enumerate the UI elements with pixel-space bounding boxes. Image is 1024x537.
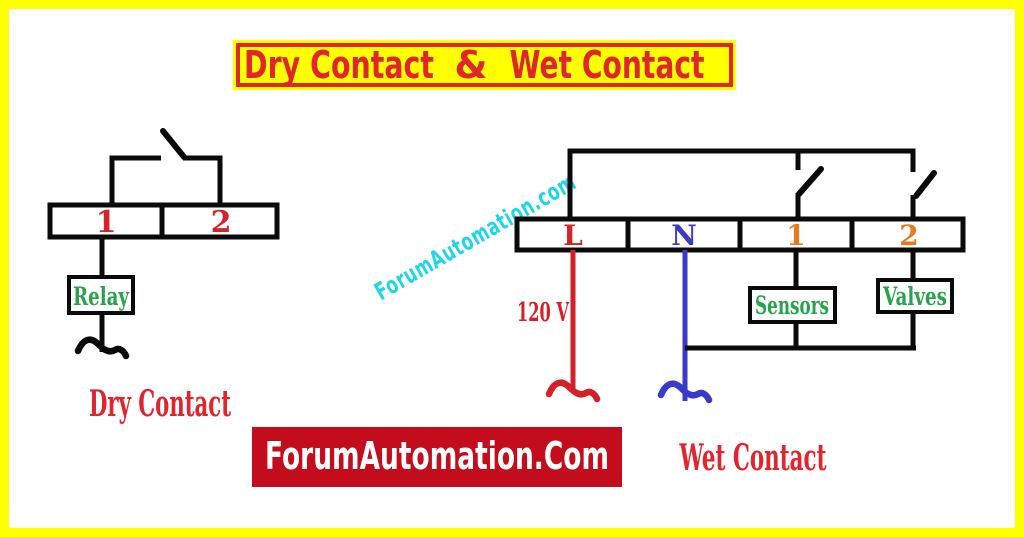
dry-terminal-2-label: 2 xyxy=(211,205,232,240)
wet-contact-caption: Wet Contact xyxy=(679,437,827,479)
wet-contact-circuit: L N 1 2 120 V Sensors Valves Wet Contact xyxy=(514,148,966,479)
relay-box xyxy=(67,275,135,315)
footer-banner: ForumAutomation.Com xyxy=(252,427,622,487)
title-banner: Dry Contact & Wet Contact xyxy=(233,40,736,90)
wet-neutral-break-squiggle xyxy=(657,380,713,404)
wet-terminal-2-label: 2 xyxy=(899,219,918,252)
wet-top-bus-wire xyxy=(567,148,916,219)
dry-switch-wire-right xyxy=(183,155,223,205)
dry-terminal-1-label: 1 xyxy=(96,205,117,240)
title-banner-border xyxy=(236,43,733,87)
wet-line-break-squiggle xyxy=(545,379,601,403)
relay-label: Relay xyxy=(73,282,130,311)
footer-banner-text: ForumAutomation.Com xyxy=(265,434,609,478)
sensors-label: Sensors xyxy=(755,291,829,320)
dry-switch-blade-icon xyxy=(160,128,187,160)
title-text-dry: Dry Contact xyxy=(244,43,434,87)
voltage-label: 120 V xyxy=(517,298,570,328)
footer-banner-bg xyxy=(252,427,622,487)
wet-terminal-L-label: L xyxy=(563,219,583,252)
dry-contact-caption: Dry Contact xyxy=(89,383,231,425)
dry-switch-wire-left xyxy=(109,155,161,205)
valves-label: Valves xyxy=(882,282,947,311)
wet-switch1-blade-icon xyxy=(796,166,824,197)
valves-box xyxy=(876,278,954,314)
title-text-wet: Wet Contact xyxy=(510,43,705,87)
wet-terminal-1-label: 1 xyxy=(786,219,805,252)
title-banner-bg xyxy=(233,40,736,90)
wet-switch2-blade-icon xyxy=(913,170,937,199)
dry-wire-break-squiggle xyxy=(74,336,130,360)
sensors-box xyxy=(748,286,837,324)
dry-contact-circuit: 1 2 Relay Dry Contact xyxy=(47,128,280,425)
title-text-ampersand: & xyxy=(454,43,487,87)
wet-terminal-N-label: N xyxy=(671,219,697,252)
